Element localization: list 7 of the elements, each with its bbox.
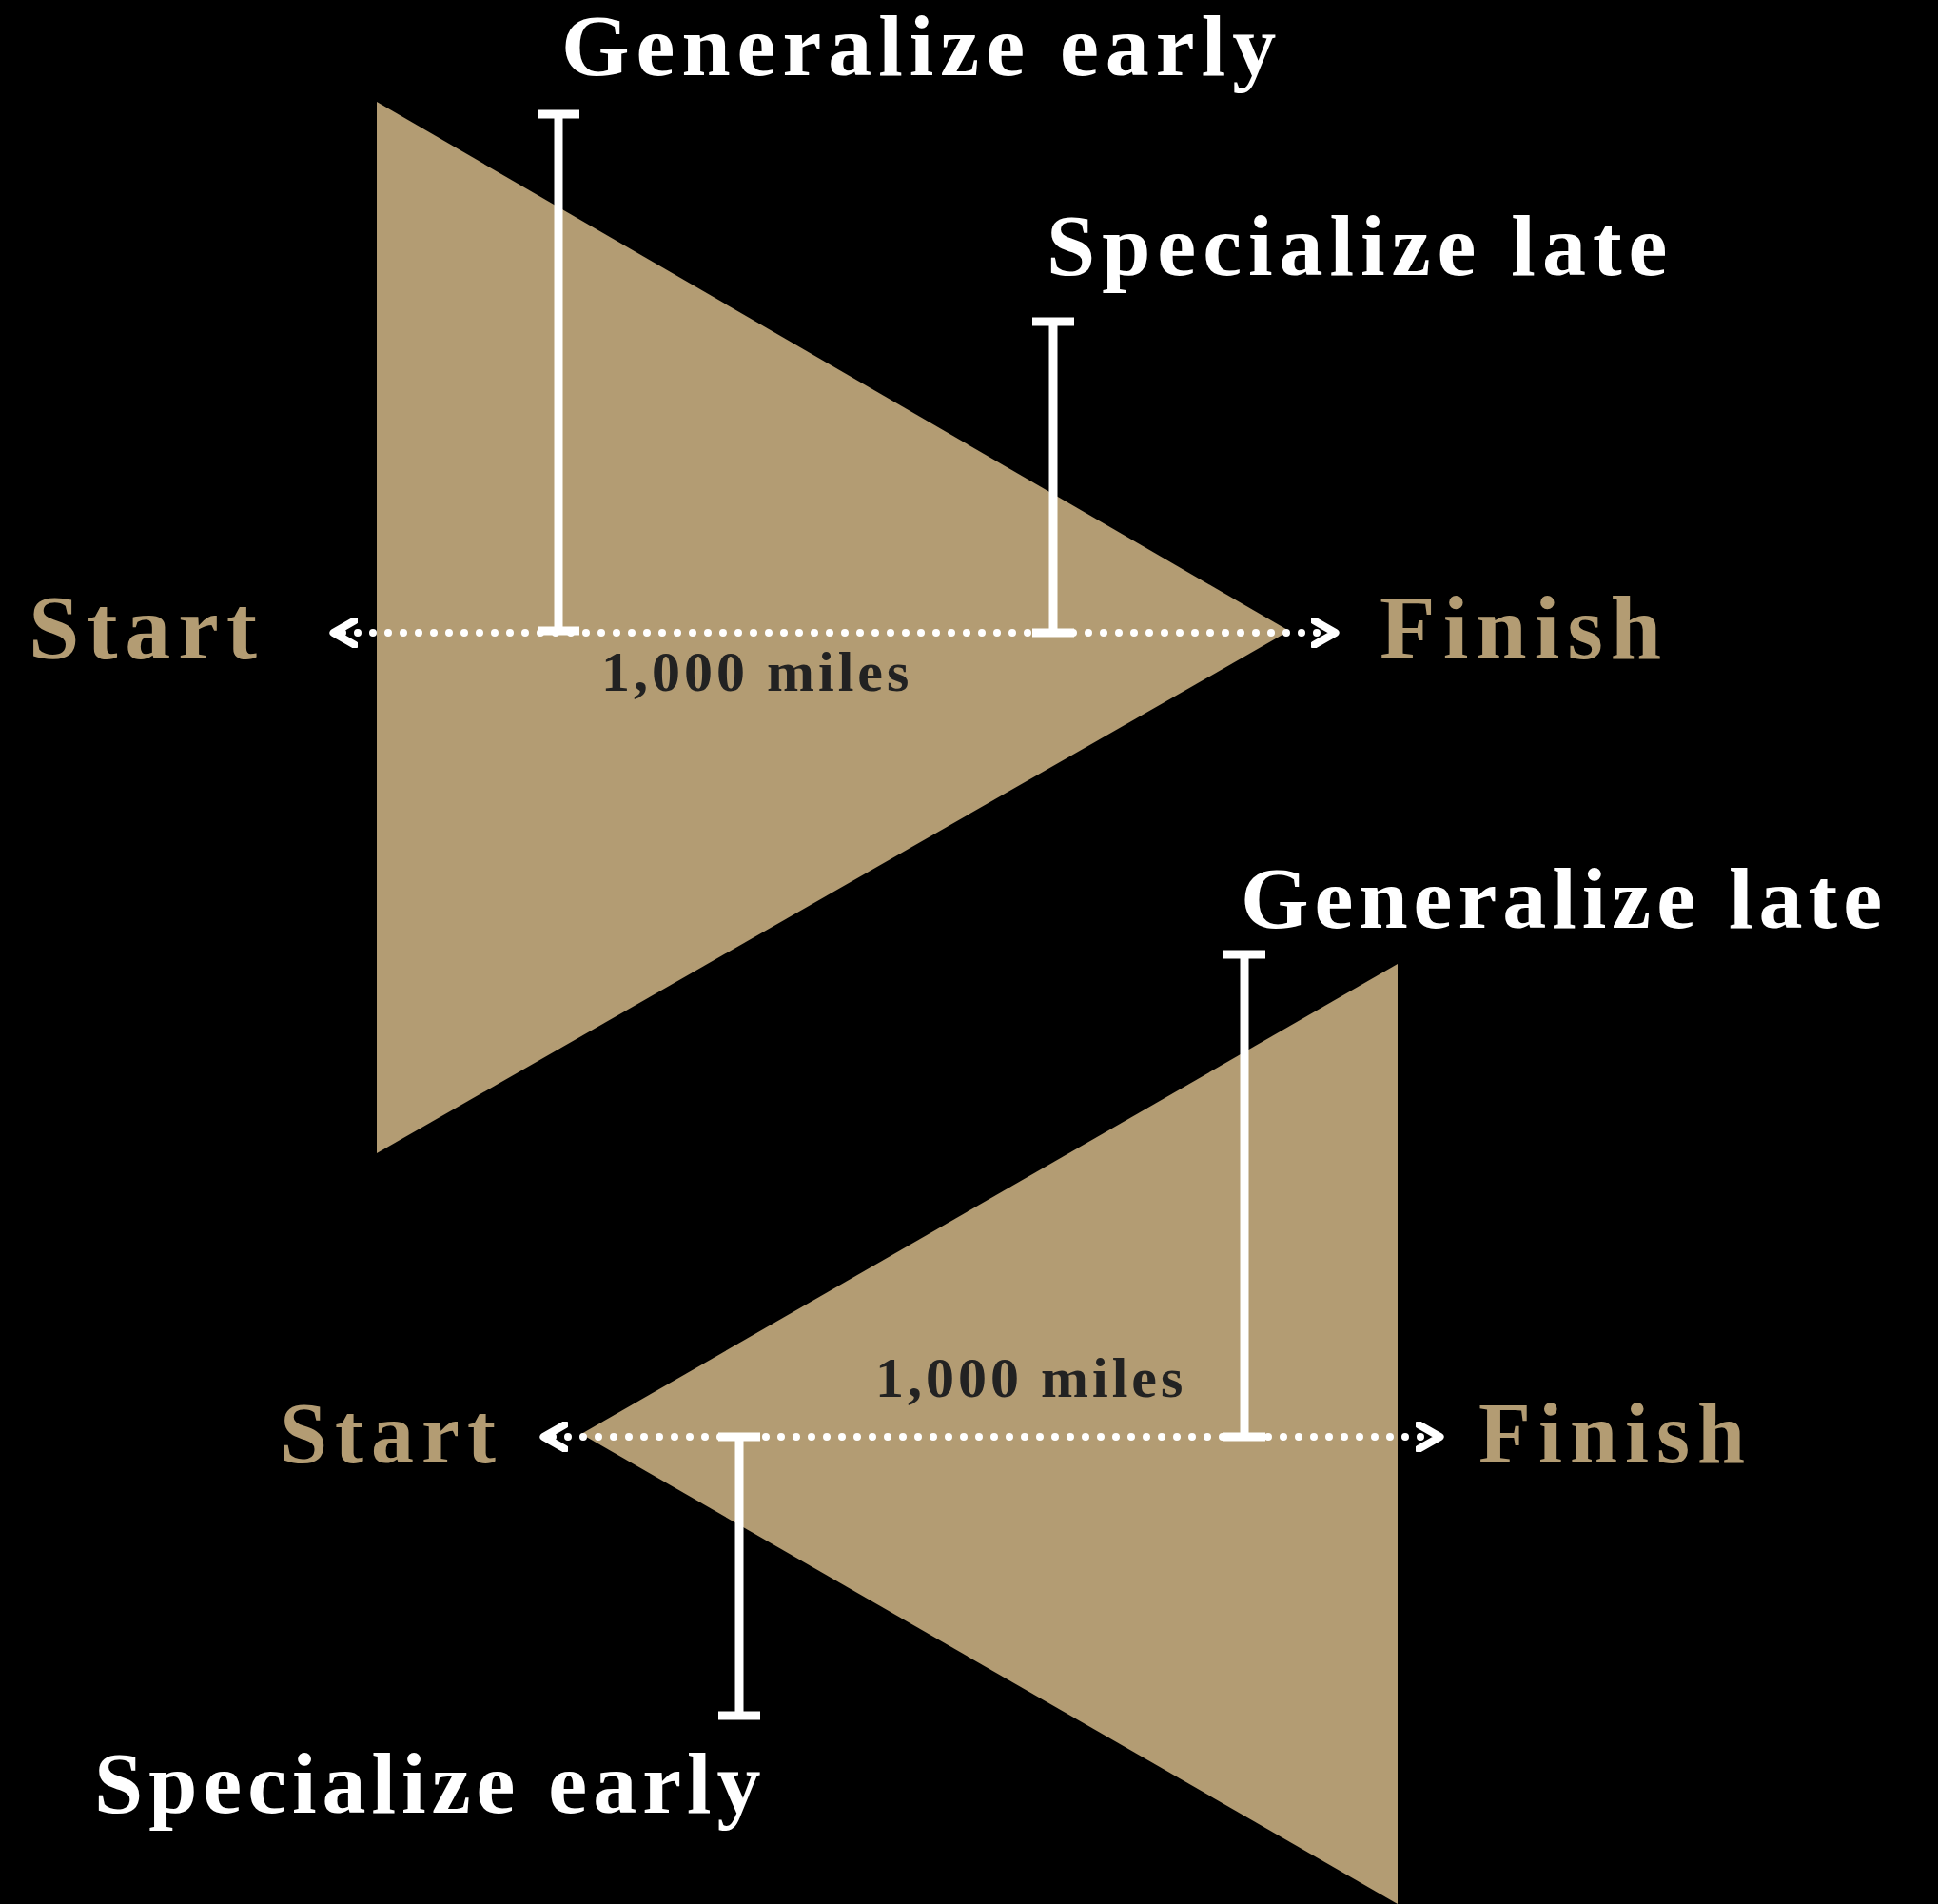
phase-label: Generalize late	[1241, 854, 1889, 942]
endpoint-label: Finish	[1380, 582, 1670, 674]
endpoint-label: Finish	[1478, 1391, 1753, 1477]
distance-label: 1,000 miles	[875, 1349, 1187, 1406]
endpoint-label: Start	[280, 1391, 503, 1477]
endpoint-label: Start	[29, 582, 264, 674]
distance-label: 1,000 miles	[601, 643, 913, 700]
